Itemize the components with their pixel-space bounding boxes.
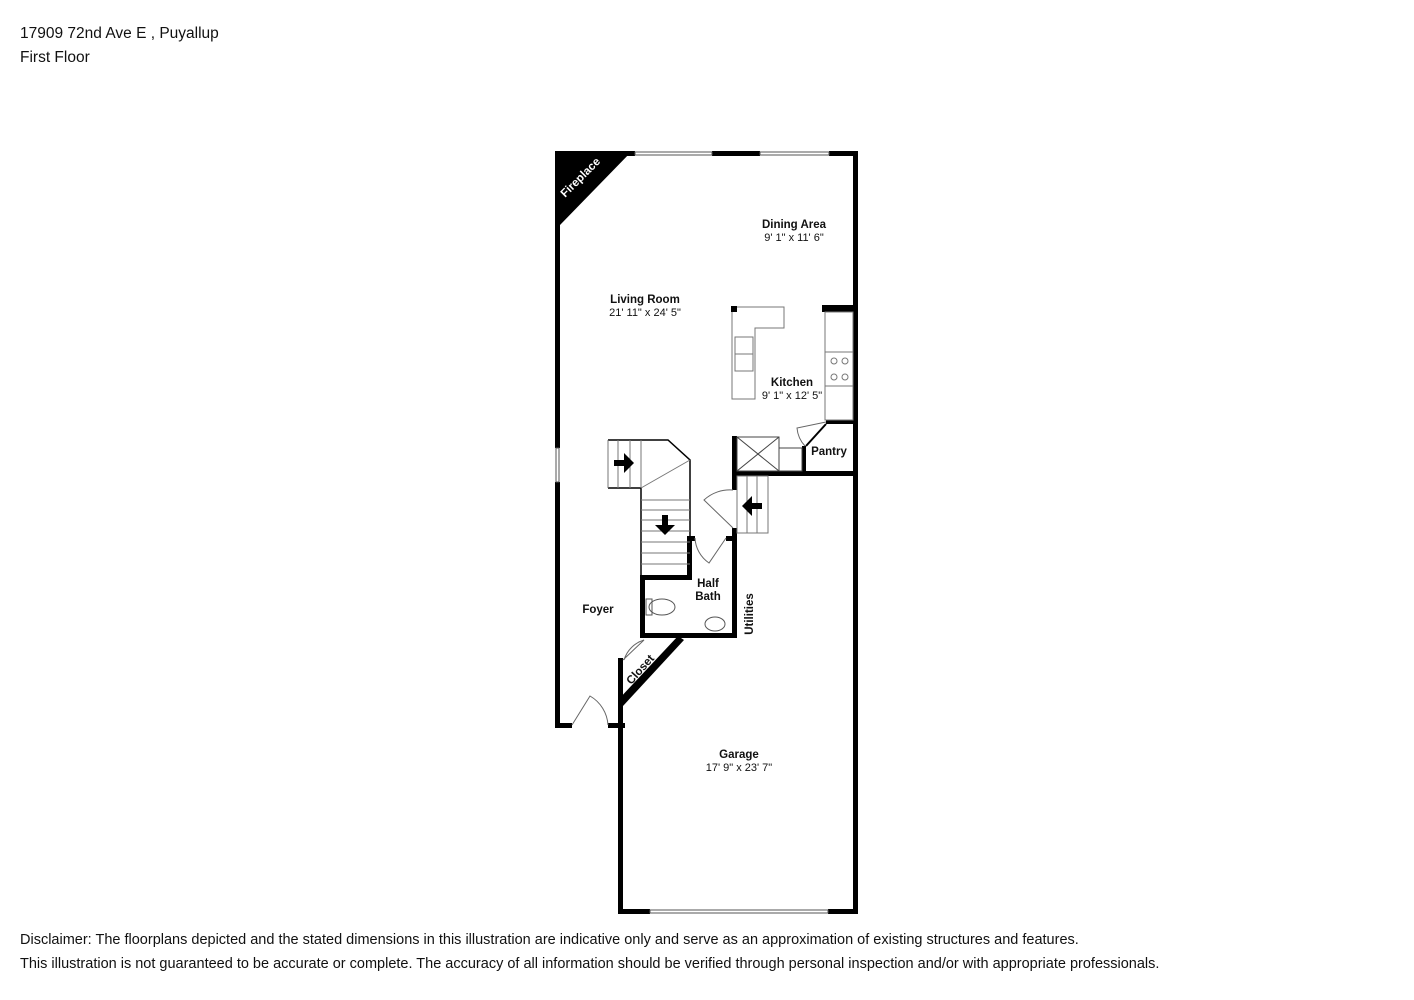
kitchen-counters — [731, 306, 854, 421]
windows — [555, 151, 830, 914]
pantry-label: Pantry — [811, 446, 847, 458]
doors — [571, 421, 827, 726]
utilities-label: Utilities — [744, 593, 756, 635]
living-room-label: Living Room — [610, 294, 680, 306]
kitchen-post — [731, 306, 737, 312]
half-bath-label-2: Bath — [695, 591, 721, 603]
dining-area-label: Dining Area — [762, 219, 827, 231]
dining-area-dims: 9' 1" x 11' 6" — [764, 232, 824, 244]
property-address: 17909 72nd Ave E , Puyallup — [20, 25, 219, 42]
disclaimer: Disclaimer: The floorplans depicted and … — [20, 928, 1159, 976]
half-bath-label-1: Half — [697, 578, 719, 590]
foyer-label: Foyer — [582, 604, 614, 616]
disclaimer-line-2: This illustration is not guaranteed to b… — [20, 956, 1160, 972]
page-header: 17909 72nd Ave E , Puyallup First Floor — [20, 22, 219, 70]
appliance-box-icon — [736, 436, 803, 472]
garage-label: Garage — [719, 749, 759, 761]
living-room-dims: 21' 11" x 24' 5" — [609, 307, 681, 319]
bath-fixtures — [645, 598, 726, 632]
sink-icon — [704, 616, 726, 632]
kitchen-label: Kitchen — [771, 377, 813, 389]
toilet-icon — [648, 598, 676, 616]
kitchen-dims: 9' 1" x 12' 5" — [762, 390, 822, 402]
floor-label: First Floor — [20, 49, 90, 66]
disclaimer-line-1: Disclaimer: The floorplans depicted and … — [20, 932, 1079, 948]
arrow-right-icon — [614, 453, 634, 473]
arrow-down-icon — [655, 515, 675, 535]
stair-arrows — [614, 453, 762, 535]
walls — [555, 151, 858, 914]
garage-dims: 17' 9" x 23' 7" — [706, 762, 773, 774]
arrow-left-icon — [742, 496, 762, 516]
